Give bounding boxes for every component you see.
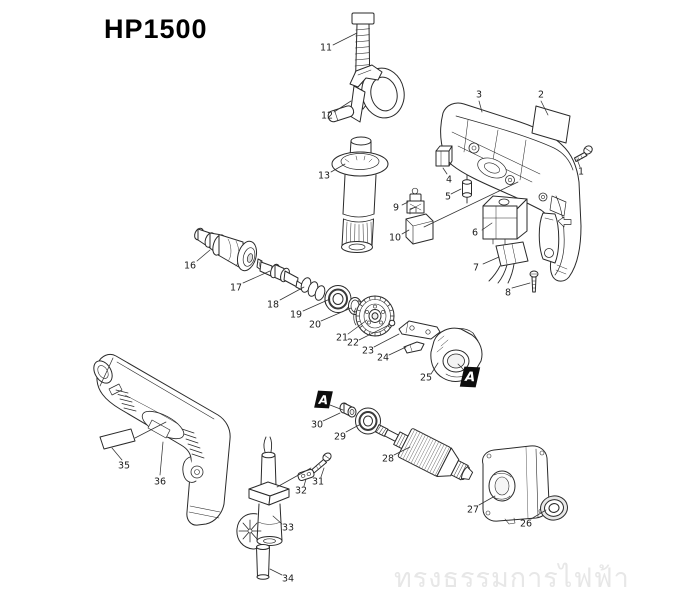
- part-12-side-handle-clamp: [327, 64, 405, 123]
- part-label-28: 28: [381, 453, 395, 465]
- section-marker-label: A: [463, 369, 477, 385]
- page-title: HP1500: [104, 14, 208, 44]
- part-label-20: 20: [308, 319, 322, 331]
- part-26-ball-bearing: [540, 495, 568, 521]
- part-label-11: 11: [319, 42, 333, 54]
- part-label-25: 25: [419, 372, 433, 384]
- part-9-brush-spring: [406, 187, 425, 214]
- part-28-armature: [374, 424, 474, 481]
- part-label-21: 21: [335, 332, 349, 344]
- part-label-31: 31: [311, 476, 325, 488]
- part-label-2: 2: [537, 89, 545, 101]
- part-label-29: 29: [333, 431, 347, 443]
- part-7-terminal-block: [488, 241, 529, 284]
- part-32-clamp-plate: [297, 469, 315, 481]
- part-label-1: 1: [577, 166, 585, 178]
- part-31-screw: [311, 452, 332, 474]
- part-label-10: 10: [388, 232, 402, 244]
- part-6-switch: [482, 195, 528, 245]
- part-3-housing: [440, 102, 582, 282]
- part-5-contact-pin: [462, 174, 472, 204]
- part-16-drill-chuck: [194, 227, 258, 272]
- part-label-12: 12: [320, 110, 334, 122]
- part-label-16: 16: [183, 260, 197, 272]
- part-label-4: 4: [445, 174, 453, 186]
- part-label-18: 18: [266, 299, 280, 311]
- part-35-nameplate: [99, 428, 136, 450]
- part-label-32: 32: [294, 485, 308, 497]
- part-label-9: 9: [392, 202, 400, 214]
- part-label-24: 24: [376, 352, 390, 364]
- watermark-text: ทรงธรรมการไฟฟ้า: [394, 563, 630, 594]
- part-label-5: 5: [444, 191, 452, 203]
- part-label-26: 26: [519, 518, 533, 530]
- part-36-motor-housing: [93, 353, 231, 526]
- part-label-8: 8: [504, 287, 512, 299]
- part-label-34: 34: [281, 573, 295, 585]
- part-label-22: 22: [346, 337, 360, 349]
- section-marker-label: A: [317, 392, 330, 407]
- part-4-slide-button: [435, 145, 453, 167]
- leader-lines: [111, 32, 581, 576]
- part-label-6: 6: [471, 227, 479, 239]
- part-33-cord-guard: [236, 436, 290, 550]
- part-2-nameplate: [531, 105, 571, 144]
- part-13-side-handle-grip: [331, 136, 389, 253]
- part-label-7: 7: [472, 262, 480, 274]
- part-label-3: 3: [475, 89, 483, 101]
- part-label-19: 19: [289, 309, 303, 321]
- part-label-27: 27: [466, 504, 480, 516]
- part-19-ball-bearing: [324, 285, 352, 313]
- part-24-lever: [403, 341, 425, 354]
- part-22-steel-ball: [388, 319, 396, 327]
- part-18-washer-stack: [300, 277, 326, 301]
- part-30-sleeve: [339, 402, 357, 418]
- part-label-33: 33: [281, 522, 295, 534]
- part-8-screw: [529, 270, 539, 293]
- part-29-ball-bearing: [355, 407, 381, 435]
- part-34-sheath-tube: [256, 544, 270, 580]
- direction-arrow-icon: [557, 216, 572, 228]
- part-label-23: 23: [361, 345, 375, 357]
- part-1-screw: [574, 145, 593, 162]
- part-label-13: 13: [317, 170, 331, 182]
- part-label-17: 17: [229, 282, 243, 294]
- part-label-30: 30: [310, 419, 324, 431]
- part-21-gear: [353, 295, 395, 337]
- part-23-plate: [398, 320, 441, 340]
- part-label-35: 35: [117, 460, 131, 472]
- part-label-36: 36: [153, 476, 167, 488]
- part-10-brush-holder: [405, 206, 434, 245]
- part-27-field-stator: [482, 445, 550, 525]
- part-17-spindle: [256, 258, 306, 292]
